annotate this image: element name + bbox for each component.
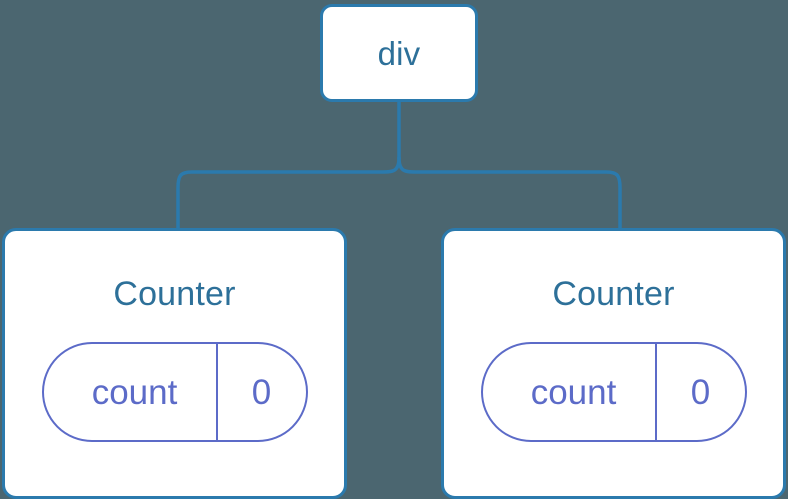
state-pill[interactable]: count 0 (480, 342, 747, 442)
component-title: Counter (552, 275, 675, 313)
connector-branch-right (397, 156, 622, 231)
tree-node-div[interactable]: div (320, 4, 478, 102)
connector-branch-left (176, 156, 401, 231)
tree-node-counter-1[interactable]: Counter count 0 (441, 228, 786, 499)
tree-node-counter-0[interactable]: Counter count 0 (2, 228, 347, 499)
state-key: count (44, 344, 218, 440)
state-value: 0 (690, 372, 711, 412)
state-value: 0 (251, 372, 272, 412)
state-key: count (483, 344, 657, 440)
component-title: Counter (113, 275, 236, 313)
state-pill[interactable]: count 0 (41, 342, 308, 442)
tree-node-div-label: div (377, 34, 421, 72)
